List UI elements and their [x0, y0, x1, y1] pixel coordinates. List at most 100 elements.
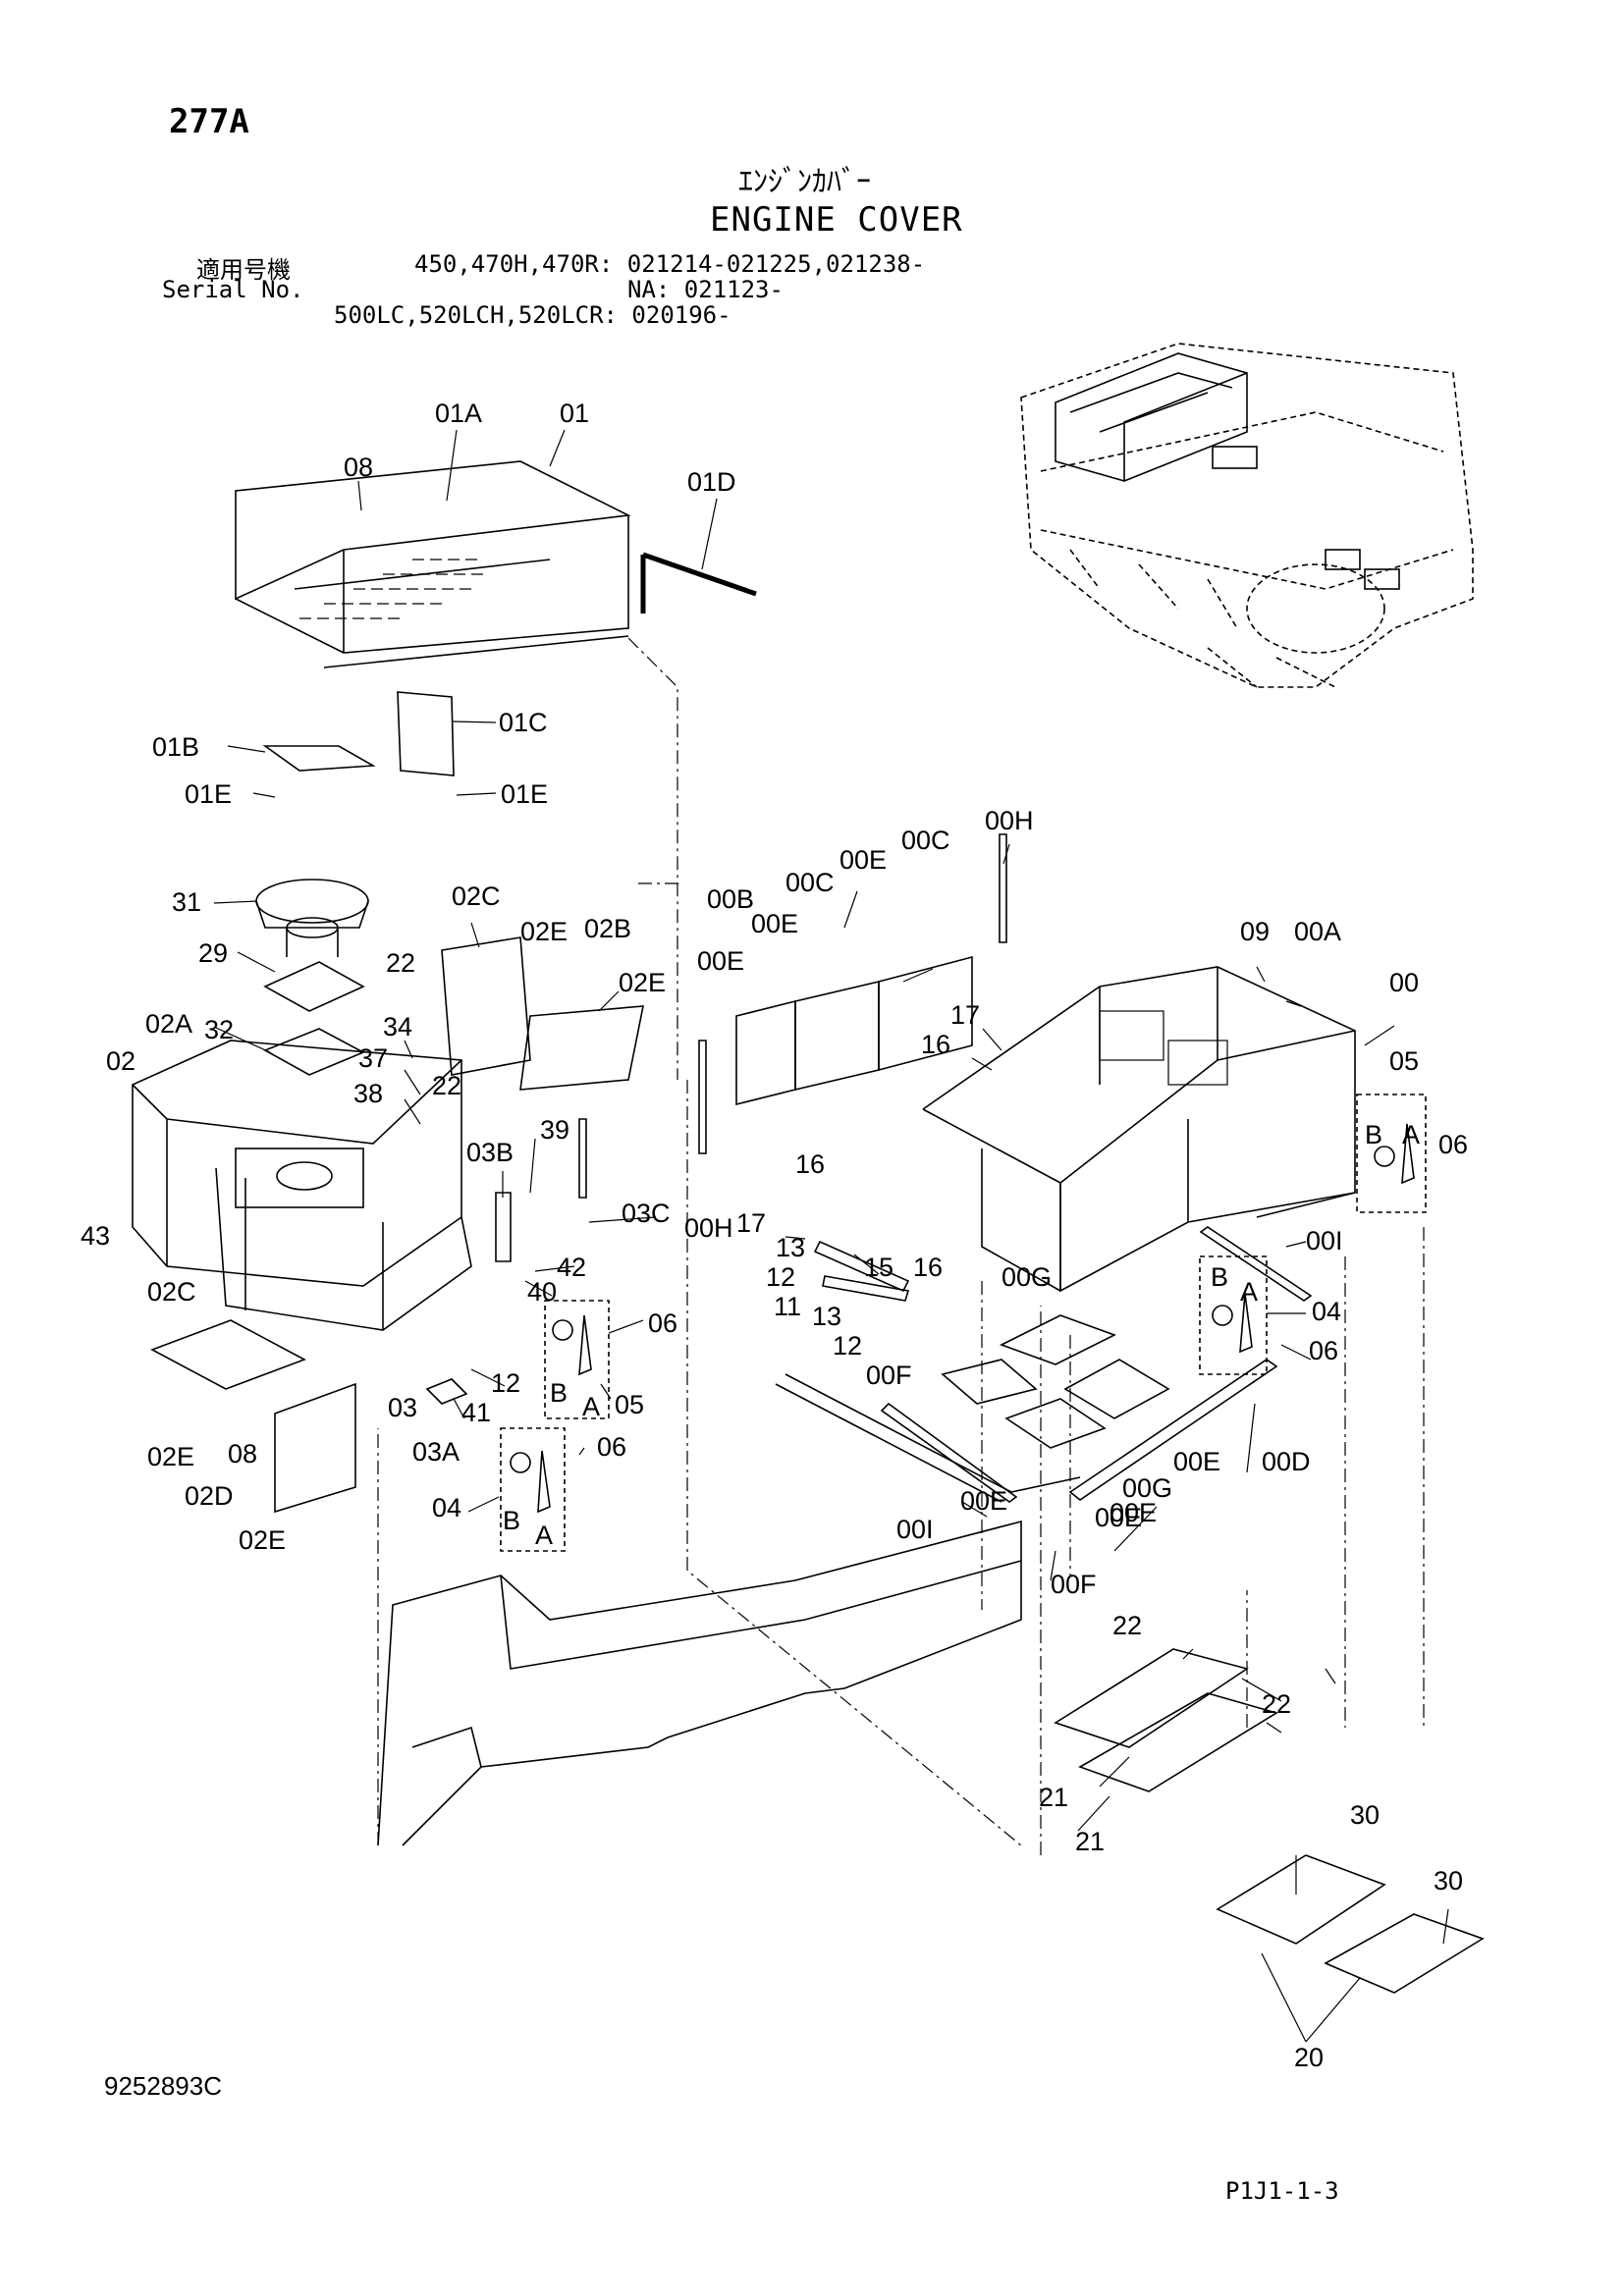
callout: 02C — [452, 881, 501, 911]
callout: 34 — [383, 1012, 412, 1041]
callout: 22 — [432, 1071, 461, 1100]
plate-00G-1 — [999, 1314, 1117, 1365]
bracket-03B — [495, 1192, 512, 1262]
serial-line-2: NA: 021123- — [627, 276, 784, 303]
left-cover-02 — [132, 1040, 472, 1331]
callout: B — [1211, 1262, 1228, 1292]
callout: 17 — [950, 1000, 980, 1030]
callout: 38 — [353, 1079, 383, 1108]
gasket-29 — [263, 961, 365, 1012]
gasket-32 — [263, 1028, 365, 1076]
callout: 01E — [501, 779, 548, 809]
plate-00G-2 — [1063, 1359, 1170, 1419]
top-cover-vents — [299, 559, 483, 619]
callout: 08 — [228, 1439, 257, 1468]
callout: B — [503, 1506, 520, 1535]
callout: 17 — [736, 1208, 766, 1238]
callout: 00E — [697, 946, 744, 976]
panel-00C-1 — [794, 980, 880, 1092]
callout: 41 — [461, 1398, 491, 1427]
callout: 21 — [1039, 1783, 1068, 1812]
callout: 42 — [557, 1253, 586, 1282]
bar-11 — [822, 1275, 910, 1302]
callout: 15 — [864, 1253, 893, 1282]
callout: 00E — [1173, 1447, 1220, 1476]
callout: 12 — [766, 1262, 795, 1292]
callout: A — [1402, 1120, 1420, 1149]
callout: 00H — [985, 806, 1034, 835]
strip-03C — [578, 1118, 587, 1199]
callout: 02E — [147, 1442, 194, 1471]
callout: 00G — [1001, 1262, 1052, 1292]
callout: 00C — [785, 868, 835, 897]
callout: 03A — [412, 1437, 460, 1467]
callout: 00E — [1110, 1498, 1157, 1527]
callout-labels: 01A 01 08 01D 01B 01C 01E 01E 31 29 22 0… — [81, 399, 1468, 2072]
inset-grille-1 — [1212, 446, 1258, 469]
title-japanese: ｴﾝｼﾞﾝｶﾊﾞｰ — [738, 165, 871, 199]
callout: 01A — [435, 399, 482, 428]
callout: 02E — [619, 968, 666, 997]
callout: 00H — [684, 1213, 733, 1243]
callout: 00E — [1095, 1503, 1142, 1532]
lock-box-04-right — [1199, 1255, 1268, 1375]
callout: 02A — [145, 1009, 192, 1039]
inset-grille-3 — [1364, 568, 1400, 590]
callout: 22 — [1262, 1689, 1291, 1719]
callout: 01B — [152, 732, 199, 762]
callout: 01D — [687, 467, 736, 497]
callout: 00G — [1122, 1473, 1172, 1503]
air-cleaner-31 — [255, 879, 369, 957]
strip-00H-left — [698, 1040, 707, 1154]
callout: 29 — [198, 938, 228, 968]
callout: 13 — [812, 1302, 841, 1331]
top-cover-01 — [235, 460, 631, 668]
callout: 16 — [921, 1030, 950, 1059]
panel-02D — [274, 1382, 356, 1514]
callout: 00E — [960, 1486, 1007, 1516]
callout: 00E — [751, 909, 798, 938]
serial-label-japanese: 適用号機 — [196, 256, 291, 284]
callout: 00B — [707, 884, 754, 914]
callout: 05 — [615, 1390, 644, 1419]
callout: 12 — [833, 1331, 862, 1361]
lock-parts — [510, 1123, 1415, 1514]
callout: 02C — [147, 1277, 196, 1307]
callout: B — [1365, 1120, 1382, 1149]
base-frame — [377, 1373, 1081, 1846]
callout: 37 — [358, 1043, 388, 1073]
callout: 16 — [913, 1253, 943, 1282]
panel-01C — [397, 691, 455, 776]
title-english: ENGINE COVER — [710, 200, 963, 240]
callout: 00 — [1389, 968, 1419, 997]
callout: 00F — [1051, 1570, 1097, 1599]
callout: 06 — [1438, 1130, 1468, 1159]
right-cover-grilles — [1099, 1010, 1228, 1086]
callout: 31 — [172, 887, 201, 917]
callout: 12 — [491, 1368, 520, 1398]
panel-01B — [262, 745, 376, 772]
inset-overview — [1020, 343, 1474, 688]
callout: 43 — [81, 1221, 110, 1251]
callout: 02B — [584, 914, 631, 943]
step-plate-21-a — [1054, 1648, 1249, 1748]
callout: 00A — [1294, 917, 1341, 946]
lock-box-04-left — [500, 1427, 566, 1552]
callout: 40 — [527, 1277, 557, 1307]
callout: 30 — [1350, 1800, 1380, 1830]
callout: 02E — [239, 1525, 286, 1555]
callout: 20 — [1294, 2043, 1324, 2072]
inset-grille-2 — [1325, 549, 1361, 570]
callout: 02E — [520, 917, 568, 946]
callout: B — [550, 1378, 568, 1408]
panel-02C-upper — [441, 936, 531, 1076]
callout: 11 — [774, 1292, 801, 1321]
right-cover-00 — [922, 966, 1356, 1293]
callout: 00I — [1306, 1226, 1343, 1255]
inset-engine-block — [1055, 352, 1248, 482]
callout: 03B — [466, 1138, 514, 1167]
serial-label-english: Serial No. — [162, 276, 304, 303]
callout: 30 — [1434, 1866, 1463, 1896]
step-plate-20-a — [1216, 1854, 1386, 1945]
